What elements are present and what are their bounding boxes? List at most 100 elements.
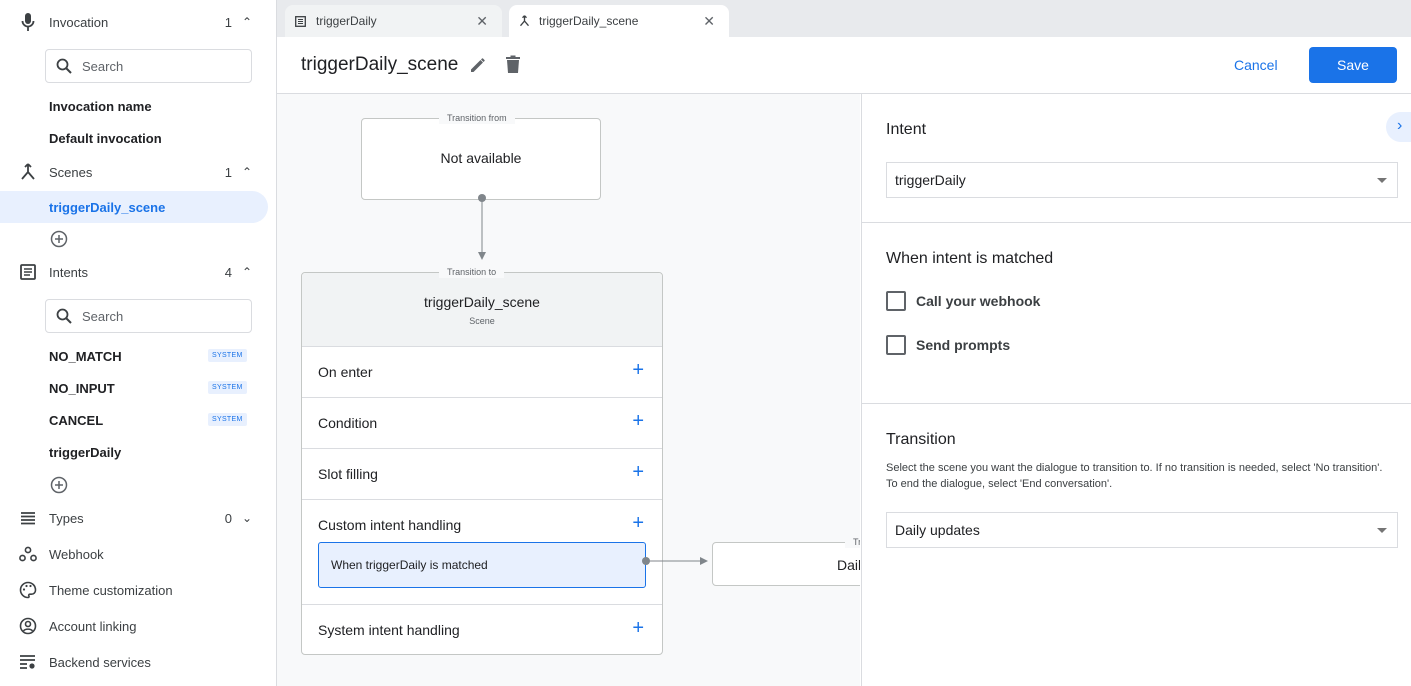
when-matched-heading: When intent is matched [886, 250, 1054, 267]
sidebar-item-invocation-name[interactable]: Invocation name [49, 99, 152, 114]
intent-icon [295, 15, 306, 27]
transition-select[interactable]: Daily updates [886, 512, 1398, 548]
node-legend: Transition from [439, 112, 515, 124]
tab-label: triggerDaily_scene [539, 14, 639, 28]
target-scene-node[interactable]: Tr Dail [712, 536, 860, 586]
sidebar-section-invocation[interactable]: Invocation 1 ⌃ [0, 7, 276, 37]
scene-label: triggerDaily_scene [49, 200, 166, 215]
chevron-up-icon[interactable]: ⌃ [241, 15, 252, 29]
delete-trash-icon[interactable] [505, 55, 521, 74]
dropdown-caret-icon [1377, 528, 1387, 533]
sidebar-item-webhook[interactable]: Webhook [0, 539, 276, 569]
chevron-down-icon[interactable]: ⌄ [241, 511, 252, 525]
add-plus-icon[interactable]: + [632, 512, 644, 534]
chevron-up-icon[interactable]: ⌃ [241, 165, 252, 179]
section-label: Scenes [49, 164, 93, 180]
system-badge: SYSTEM [208, 349, 247, 362]
scene-node-header[interactable] [302, 273, 662, 346]
scene-header: triggerDaily_scene Cancel Save [277, 37, 1411, 94]
custom-intent-handling-row[interactable]: Custom intent handling + When triggerDail… [302, 499, 662, 604]
sidebar-section-intents[interactable]: Intents 4 ⌃ [0, 257, 276, 287]
transition-heading: Transition [886, 431, 956, 448]
section-label: Intents [49, 264, 89, 280]
scene-subtitle: Scene [469, 316, 495, 326]
page-title: triggerDaily_scene [301, 54, 459, 75]
intent-handler-triggerdaily[interactable]: When triggerDaily is matched [318, 542, 646, 588]
add-intent-icon[interactable] [50, 476, 68, 494]
collapse-chevron-right-icon[interactable]: › [1386, 112, 1411, 142]
scene-node: Transition to triggerDaily_scene Scene O… [301, 266, 663, 655]
slot-filling-row[interactable]: Slot filling + [302, 448, 662, 499]
sidebar-item-no-input[interactable]: NO_INPUT [49, 381, 115, 396]
sidebar-section-scenes[interactable]: Scenes 1 ⌃ [0, 157, 276, 187]
cancel-button[interactable]: Cancel [1234, 57, 1278, 73]
intent-list-icon [18, 264, 38, 280]
intent-heading: Intent [886, 121, 927, 138]
palette-icon [18, 581, 38, 599]
call-webhook-checkbox[interactable]: Call your webhook [886, 291, 1040, 311]
send-prompts-checkbox[interactable]: Send prompts [886, 335, 1010, 355]
select-value: triggerDaily [895, 172, 966, 188]
sidebar-item-default-invocation[interactable]: Default invocation [49, 131, 162, 146]
node-text: Not available [440, 150, 522, 166]
sidebar-item-theme-customization[interactable]: Theme customization [0, 575, 276, 605]
condition-row[interactable]: Condition+ [302, 397, 662, 448]
scene-flow-canvas[interactable]: Transition from Not available Transition… [277, 94, 860, 686]
sidebar-item-no-match[interactable]: NO_MATCH [49, 349, 122, 364]
section-count: 1 [224, 164, 232, 180]
system-intent-handling-row[interactable]: System intent handling+ [302, 604, 662, 655]
invocation-search-input[interactable]: Search [45, 49, 252, 83]
add-plus-icon[interactable]: + [632, 410, 644, 432]
scene-merge-icon [18, 163, 38, 181]
transition-from-node[interactable]: Transition from Not available [361, 112, 601, 200]
sidebar-item-cancel[interactable]: CANCEL [49, 413, 104, 428]
scene-icon [519, 15, 530, 27]
microphone-icon [18, 12, 38, 32]
on-enter-row[interactable]: On enter + [302, 346, 662, 397]
sidebar-item-account-linking[interactable]: Account linking [0, 611, 276, 641]
webhook-icon [18, 546, 38, 562]
handler-label: When triggerDaily is matched [331, 558, 488, 572]
account-circle-icon [18, 617, 38, 635]
section-count: 4 [224, 264, 232, 280]
row-label: On enter [318, 364, 373, 380]
section-label: Types [49, 510, 84, 526]
edit-pencil-icon[interactable] [469, 56, 487, 74]
link-label: Backend services [49, 654, 151, 670]
sidebar-section-types[interactable]: Types 0 ⌄ [0, 503, 276, 533]
checkbox-icon [886, 291, 906, 311]
close-icon[interactable]: ✕ [476, 12, 488, 29]
add-plus-icon[interactable]: + [632, 461, 644, 483]
intents-search-input[interactable]: Search [45, 299, 252, 333]
section-count: 0 [224, 510, 232, 526]
sidebar-item-triggerdaily-scene[interactable]: triggerDaily_scene [0, 191, 268, 223]
add-scene-icon[interactable] [50, 230, 68, 248]
system-badge: SYSTEM [208, 413, 247, 426]
row-label: Slot filling [318, 466, 378, 482]
sidebar-item-triggerdaily[interactable]: triggerDaily [49, 445, 122, 460]
select-value: Daily updates [895, 522, 980, 538]
add-plus-icon[interactable]: + [632, 359, 644, 381]
tab-label: triggerDaily [316, 14, 377, 28]
save-button[interactable]: Save [1309, 47, 1397, 83]
search-placeholder: Search [82, 308, 124, 324]
node-legend: Tr [845, 536, 860, 548]
close-icon[interactable]: ✕ [703, 12, 715, 29]
intent-handler-panel: › Intent triggerDaily When intent is mat… [861, 94, 1411, 686]
save-label: Save [1337, 57, 1369, 73]
sidebar-item-backend-services[interactable]: Backend services [0, 647, 276, 677]
checkbox-icon [886, 335, 906, 355]
types-icon [18, 511, 38, 525]
checkbox-label: Send prompts [916, 337, 1011, 353]
intent-select[interactable]: triggerDaily [886, 162, 1398, 198]
tab-triggerdaily[interactable]: triggerDaily ✕ [285, 5, 502, 37]
dropdown-caret-icon [1377, 178, 1387, 183]
connector-arrow [478, 194, 486, 260]
link-label: Theme customization [49, 582, 173, 598]
tab-triggerdaily-scene[interactable]: triggerDaily_scene ✕ [509, 5, 729, 37]
row-label: Custom intent handling [318, 517, 462, 533]
add-plus-icon[interactable]: + [632, 617, 644, 639]
node-text: Dail [837, 557, 860, 573]
chevron-up-icon[interactable]: ⌃ [241, 265, 252, 279]
section-label: Invocation [49, 14, 109, 30]
